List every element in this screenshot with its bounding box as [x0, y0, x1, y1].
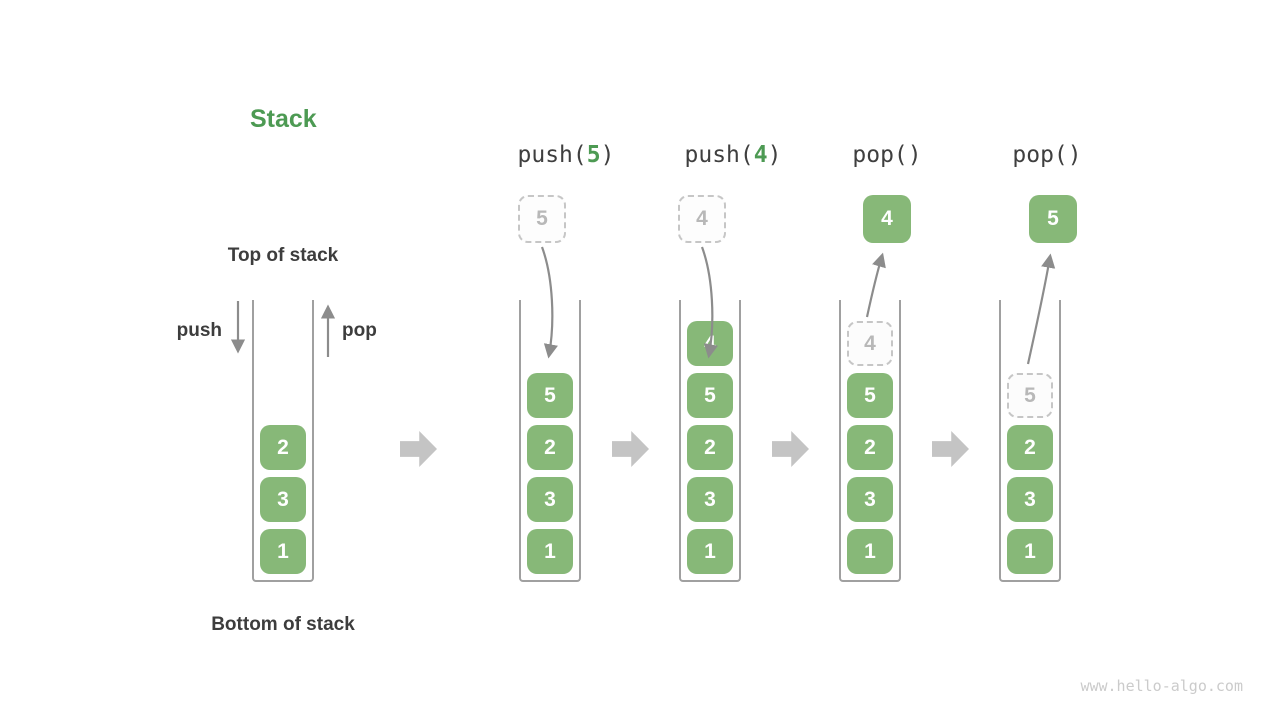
next-state-arrow-icon — [400, 431, 437, 467]
stack-item: 3 — [847, 477, 893, 522]
operation-header-arg: 4 — [753, 142, 768, 168]
bottom-of-stack-label: Bottom of stack — [211, 614, 355, 635]
stack-item: 5 — [527, 373, 573, 418]
stack-item: 2 — [260, 425, 306, 470]
stack-item: 1 — [527, 529, 573, 574]
top-of-stack-label: Top of stack — [227, 245, 339, 266]
operation-header-pre: pop( — [852, 142, 908, 168]
operation-header-post: ) — [907, 142, 922, 168]
stack-item: 1 — [260, 529, 306, 574]
operation-header-pre: push( — [517, 142, 587, 168]
operation-header-pre: push( — [684, 142, 754, 168]
push-label: push — [176, 320, 222, 341]
operation-header-post: ) — [600, 142, 615, 168]
next-state-arrow-icon — [612, 431, 649, 467]
popped-value-box: 5 — [1029, 195, 1077, 243]
stack-item-ghost: 5 — [1007, 373, 1053, 418]
stack-item: 1 — [1007, 529, 1053, 574]
watermark: www.hello-algo.com — [1080, 677, 1243, 695]
pushed-value-box: 4 — [678, 195, 726, 243]
stack-item: 3 — [1007, 477, 1053, 522]
stack-item: 3 — [687, 477, 733, 522]
operation-header: push(4) — [685, 142, 782, 168]
stack-item: 3 — [260, 477, 306, 522]
stack-item: 1 — [687, 529, 733, 574]
diagram-title: Stack — [250, 105, 317, 133]
stack-item: 3 — [527, 477, 573, 522]
stack-item: 4 — [687, 321, 733, 366]
next-state-arrow-icon — [772, 431, 809, 467]
next-state-arrow-icon — [932, 431, 969, 467]
pop-label: pop — [342, 320, 377, 341]
stack-item: 2 — [1007, 425, 1053, 470]
operation-header: pop() — [1012, 142, 1081, 168]
stack-item: 1 — [847, 529, 893, 574]
operation-header-post: ) — [1067, 142, 1082, 168]
operation-header-pre: pop( — [1012, 142, 1068, 168]
stack-item: 5 — [687, 373, 733, 418]
stack-item: 2 — [847, 425, 893, 470]
popped-value-box: 4 — [863, 195, 911, 243]
operation-header-arg: 5 — [586, 142, 601, 168]
stack-item: 2 — [687, 425, 733, 470]
stack-item: 2 — [527, 425, 573, 470]
stack-item-ghost: 4 — [847, 321, 893, 366]
pushed-value-box: 5 — [518, 195, 566, 243]
operation-header: push(5) — [518, 142, 615, 168]
operation-header-post: ) — [767, 142, 782, 168]
stack-item: 5 — [847, 373, 893, 418]
operation-header: pop() — [852, 142, 921, 168]
